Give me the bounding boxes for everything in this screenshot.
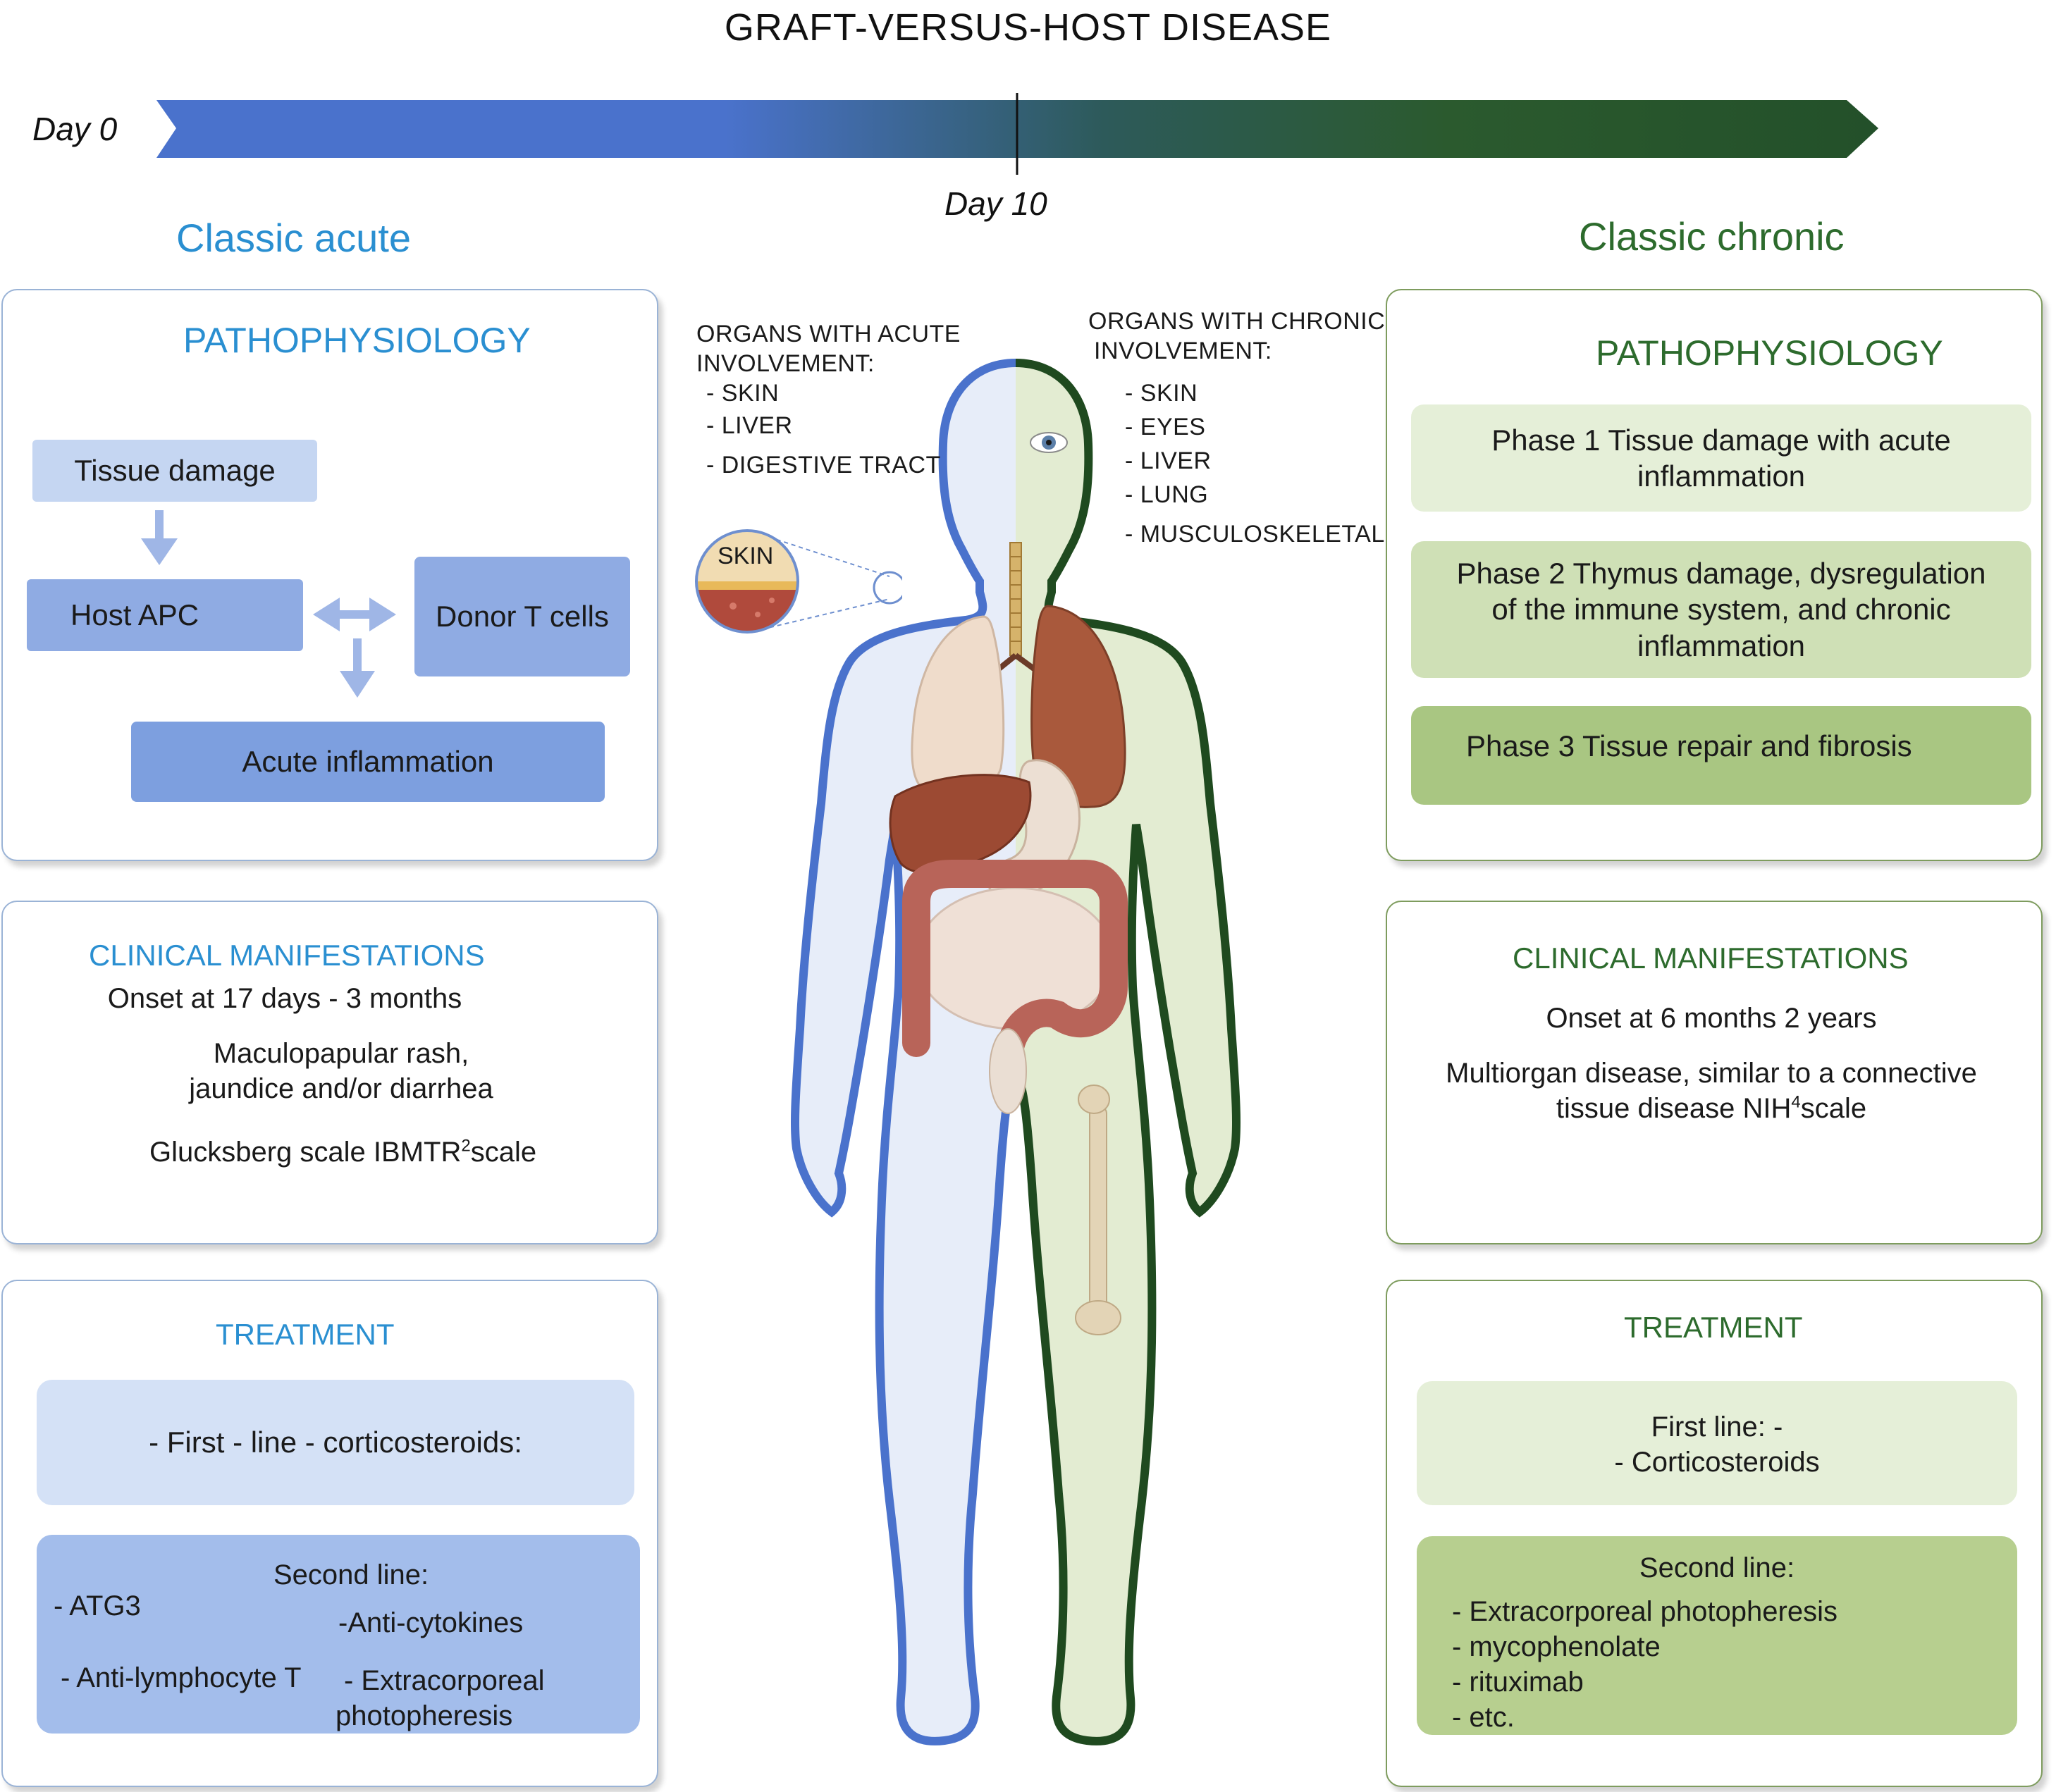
chronic-onset: Onset at 6 months 2 years — [1546, 1003, 1877, 1034]
skin-label: SKIN — [718, 543, 774, 569]
chronic-item: - etc. — [1452, 1702, 1515, 1733]
skin-inset — [695, 529, 902, 634]
day10-label: Day 10 — [944, 185, 1047, 222]
acute-clinical-panel: CLINICAL MANIFESTATIONS Onset at 17 days… — [1, 901, 658, 1244]
organs-chronic-item: - EYES — [1125, 414, 1206, 440]
chronic-desc-line2: tissue disease NIH4scale — [1387, 1091, 2036, 1126]
tissue-damage-box: Tissue damage — [32, 440, 317, 502]
arrow-down-icon — [141, 510, 178, 565]
acute-scale-text: Glucksberg scale IBMTR — [149, 1137, 462, 1168]
chronic-desc-text: tissue disease NIH — [1556, 1093, 1792, 1124]
chronic-item: - mycophenolate — [1452, 1631, 1661, 1662]
chronic-treatment-panel: TREATMENT First line: - - Corticosteroid… — [1386, 1280, 2043, 1787]
donor-t-cells-box: Donor T cells — [414, 557, 630, 676]
chronic-desc-sup: 4 — [1791, 1092, 1801, 1112]
chronic-first-line-1: First line: - — [1651, 1411, 1783, 1442]
chronic-item: - Extracorporeal photopheresis — [1452, 1596, 1838, 1627]
organs-chronic-item: - LIVER — [1125, 447, 1212, 474]
organs-chronic-item: - SKIN — [1125, 380, 1198, 407]
timeline — [156, 93, 1878, 175]
acute-scale: Glucksberg scale IBMTR2scale — [149, 1135, 536, 1170]
eye-icon — [1030, 432, 1068, 453]
body-figure — [663, 338, 1396, 1783]
acute-scale-suffix: scale — [470, 1137, 537, 1168]
organs-chronic-item: - LUNG — [1125, 481, 1209, 508]
chronic-desc-line1: Multiorgan disease, similar to a connect… — [1446, 1058, 1977, 1089]
liver-icon — [889, 774, 1032, 874]
acute-symptoms-line1: Maculopapular rash, — [213, 1038, 469, 1069]
chronic-first-line-box: First line: - - Corticosteroids — [1417, 1381, 2017, 1505]
acute-inflammation-box: Acute inflammation — [131, 722, 605, 802]
acute-heading: Classic acute — [176, 216, 412, 260]
acute-first-line-box: - First - line - corticosteroids: — [37, 1380, 634, 1505]
chronic-treatment-title: TREATMENT — [1624, 1311, 1803, 1344]
chronic-desc-suffix: scale — [1800, 1093, 1867, 1124]
day0-label: Day 0 — [32, 111, 118, 147]
acute-ecp-line2: photopheresis — [336, 1700, 513, 1731]
intestine-icon — [902, 860, 1128, 1064]
organs-chronic-title2: INVOLVEMENT: — [1094, 338, 1272, 364]
acute-pathophysiology-panel: PATHOPHYSIOLOGY Tissue damage Host APC D… — [1, 289, 658, 861]
chronic-second-line-title: Second line: — [1639, 1552, 1795, 1583]
bone-icon — [1075, 1085, 1121, 1335]
chronic-heading: Classic chronic — [1579, 214, 1845, 259]
phase1-box: Phase 1 Tissue damage with acute inflamm… — [1411, 404, 2031, 512]
organs-acute-title2: INVOLVEMENT: — [696, 350, 875, 377]
acute-second-line-title: Second line: — [273, 1559, 429, 1590]
chronic-patho-title: PATHOPHYSIOLOGY — [1596, 333, 1943, 373]
trachea-icon — [992, 542, 1042, 676]
acute-ecp-line1: - Extracorporeal — [344, 1665, 545, 1696]
page-title: GRAFT-VERSUS-HOST DISEASE — [724, 6, 1332, 49]
double-arrow-icon — [313, 598, 396, 631]
chronic-pathophysiology-panel: PATHOPHYSIOLOGY Phase 1 Tissue damage wi… — [1386, 289, 2043, 861]
acute-scale-sup: 2 — [461, 1136, 471, 1156]
phase3-box: Phase 3 Tissue repair and fibrosis — [1411, 706, 2031, 805]
acute-symptoms-line2: jaundice and/or diarrhea — [189, 1073, 493, 1104]
organs-acute-item: - LIVER — [706, 412, 793, 439]
organs-chronic-item: - MUSCULOSKELETAL — [1125, 521, 1385, 548]
host-apc-box: Host APC — [27, 579, 303, 651]
acute-treatment-panel: TREATMENT - First - line - corticosteroi… — [1, 1280, 658, 1787]
acute-onset: Onset at 17 days - 3 months — [107, 983, 462, 1014]
phase2-box: Phase 2 Thymus damage, dysregulation of … — [1411, 541, 2031, 678]
acute-anti-lymphocyte: - Anti-lymphocyte T — [61, 1662, 302, 1693]
acute-treatment-title: TREATMENT — [216, 1318, 395, 1351]
chronic-clinical-panel: CLINICAL MANIFESTATIONS Onset at 6 month… — [1386, 901, 2043, 1244]
acute-patho-title: PATHOPHYSIOLOGY — [183, 321, 531, 360]
acute-clinical-title: CLINICAL MANIFESTATIONS — [89, 939, 485, 972]
acute-second-line-box: Second line: - ATG3 -Anti-cytokines - An… — [37, 1535, 640, 1734]
arrow-down-icon — [340, 638, 375, 698]
chronic-item: - rituximab — [1452, 1667, 1584, 1698]
acute-atg: - ATG3 — [54, 1590, 141, 1621]
chronic-clinical-title: CLINICAL MANIFESTATIONS — [1513, 941, 1909, 975]
chronic-first-line-2: - Corticosteroids — [1614, 1447, 1820, 1478]
organs-chronic-title1: ORGANS WITH CHRONIC — [1088, 308, 1386, 335]
organs-acute-item: - SKIN — [706, 380, 780, 407]
acute-anti-cytokines: -Anti-cytokines — [338, 1607, 524, 1638]
organs-acute-title1: ORGANS WITH ACUTE — [696, 321, 961, 347]
organs-acute-item: - DIGESTIVE TRACT — [706, 452, 941, 478]
chronic-second-line-box: Second line: - Extracorporeal photophere… — [1417, 1536, 2017, 1735]
